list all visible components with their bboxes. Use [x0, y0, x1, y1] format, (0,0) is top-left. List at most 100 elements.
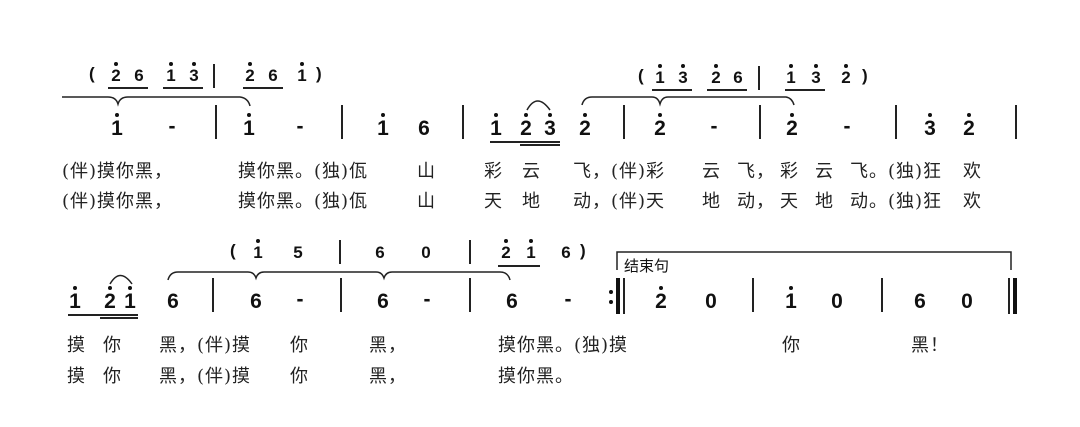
underline [108, 87, 148, 89]
barline [213, 64, 215, 88]
barline [758, 66, 760, 90]
barline [623, 105, 625, 139]
note: 1 [786, 68, 796, 87]
barline [339, 240, 341, 264]
note: 0 [421, 243, 431, 262]
note: 2 [245, 66, 255, 85]
phrase-brace-2 [581, 96, 795, 107]
lyric: 云 [702, 161, 721, 182]
note: 1 [69, 290, 81, 313]
lyric: 黑， [369, 366, 407, 387]
octave-dot [108, 286, 112, 290]
dash: - [296, 115, 304, 138]
octave-dot [115, 113, 119, 117]
barline [340, 278, 342, 312]
lyric: 欢 [963, 191, 982, 212]
octave-dot [928, 113, 932, 117]
dash: - [168, 115, 176, 138]
note: 6 [914, 290, 926, 313]
lyric: 动， [737, 191, 775, 212]
lyric: 摸你黑。(独)摸 [498, 335, 629, 356]
note: 6 [250, 290, 262, 313]
note: 3 [544, 117, 556, 140]
lyric: 飞， [737, 161, 775, 182]
note: 2 [963, 117, 975, 140]
note: 1 [655, 68, 665, 87]
lyric: 摸你黑。(独)佤 [238, 161, 369, 182]
lyric: 黑，(伴)摸 [159, 366, 252, 387]
octave-dot [790, 113, 794, 117]
lyric: 摸 [67, 335, 86, 356]
note: 1 [166, 66, 176, 85]
octave-dot [844, 64, 848, 68]
lyric: 摸你黑。 [498, 366, 574, 387]
underline [100, 317, 138, 319]
barline [462, 105, 464, 139]
note: 6 [375, 243, 385, 262]
note: 5 [293, 243, 303, 262]
lyric: 你 [290, 335, 309, 356]
note: 6 [268, 66, 278, 85]
lyric: (伴)摸你黑， [62, 191, 174, 212]
octave-dot [73, 286, 77, 290]
octave-dot [169, 62, 173, 66]
lyric: 地 [815, 191, 834, 212]
octave-dot [681, 64, 685, 68]
barline [469, 240, 471, 264]
interlude3-close-paren: ) [580, 241, 586, 260]
lyric: 黑，(伴)摸 [159, 335, 252, 356]
lyric: 飞，(伴)彩 [573, 161, 666, 182]
lyric: 黑！ [911, 335, 949, 356]
dash: - [423, 288, 431, 311]
note: 2 [711, 68, 721, 87]
tie-arc-2 [109, 274, 133, 285]
lyric: 你 [290, 366, 309, 387]
note: 2 [655, 290, 667, 313]
underline [68, 314, 138, 316]
note: 2 [654, 117, 666, 140]
interlude3-open-paren: ( [230, 241, 236, 260]
lyric: 动。(独)狂 [850, 191, 943, 212]
note: 2 [520, 117, 532, 140]
octave-dot [504, 239, 508, 243]
underline [707, 89, 747, 91]
octave-dot [524, 113, 528, 117]
lyric: 你 [782, 335, 801, 356]
octave-dot [789, 64, 793, 68]
note: 3 [189, 66, 199, 85]
note: 6 [377, 290, 389, 313]
lyric: 你 [103, 366, 122, 387]
lyric: 地 [522, 191, 541, 212]
octave-dot [114, 62, 118, 66]
underline [785, 89, 825, 91]
octave-dot [714, 64, 718, 68]
barline [759, 105, 761, 139]
underline [520, 144, 560, 146]
barline [881, 278, 883, 312]
dash: - [296, 288, 304, 311]
dash: - [564, 288, 572, 311]
underline [490, 141, 560, 143]
note: 3 [678, 68, 688, 87]
note: 6 [561, 243, 571, 262]
octave-dot [381, 113, 385, 117]
ending-label: 结束句 [624, 257, 670, 275]
octave-dot [814, 64, 818, 68]
lyric: 你 [103, 335, 122, 356]
octave-dot [529, 239, 533, 243]
note: 1 [253, 243, 263, 262]
note: 1 [785, 290, 797, 313]
interlude2-close-paren: ) [862, 66, 868, 85]
note: 3 [811, 68, 821, 87]
lyric: 摸你黑。(独)佤 [238, 191, 369, 212]
octave-dot [247, 113, 251, 117]
note: 3 [924, 117, 936, 140]
lyric: 动，(伴)天 [573, 191, 666, 212]
octave-dot [128, 286, 132, 290]
phrase-brace-3 [167, 271, 511, 281]
octave-dot [548, 113, 552, 117]
lyric: 天 [484, 191, 503, 212]
repeat-end-barline-thin [623, 278, 625, 314]
note: 6 [733, 68, 743, 87]
